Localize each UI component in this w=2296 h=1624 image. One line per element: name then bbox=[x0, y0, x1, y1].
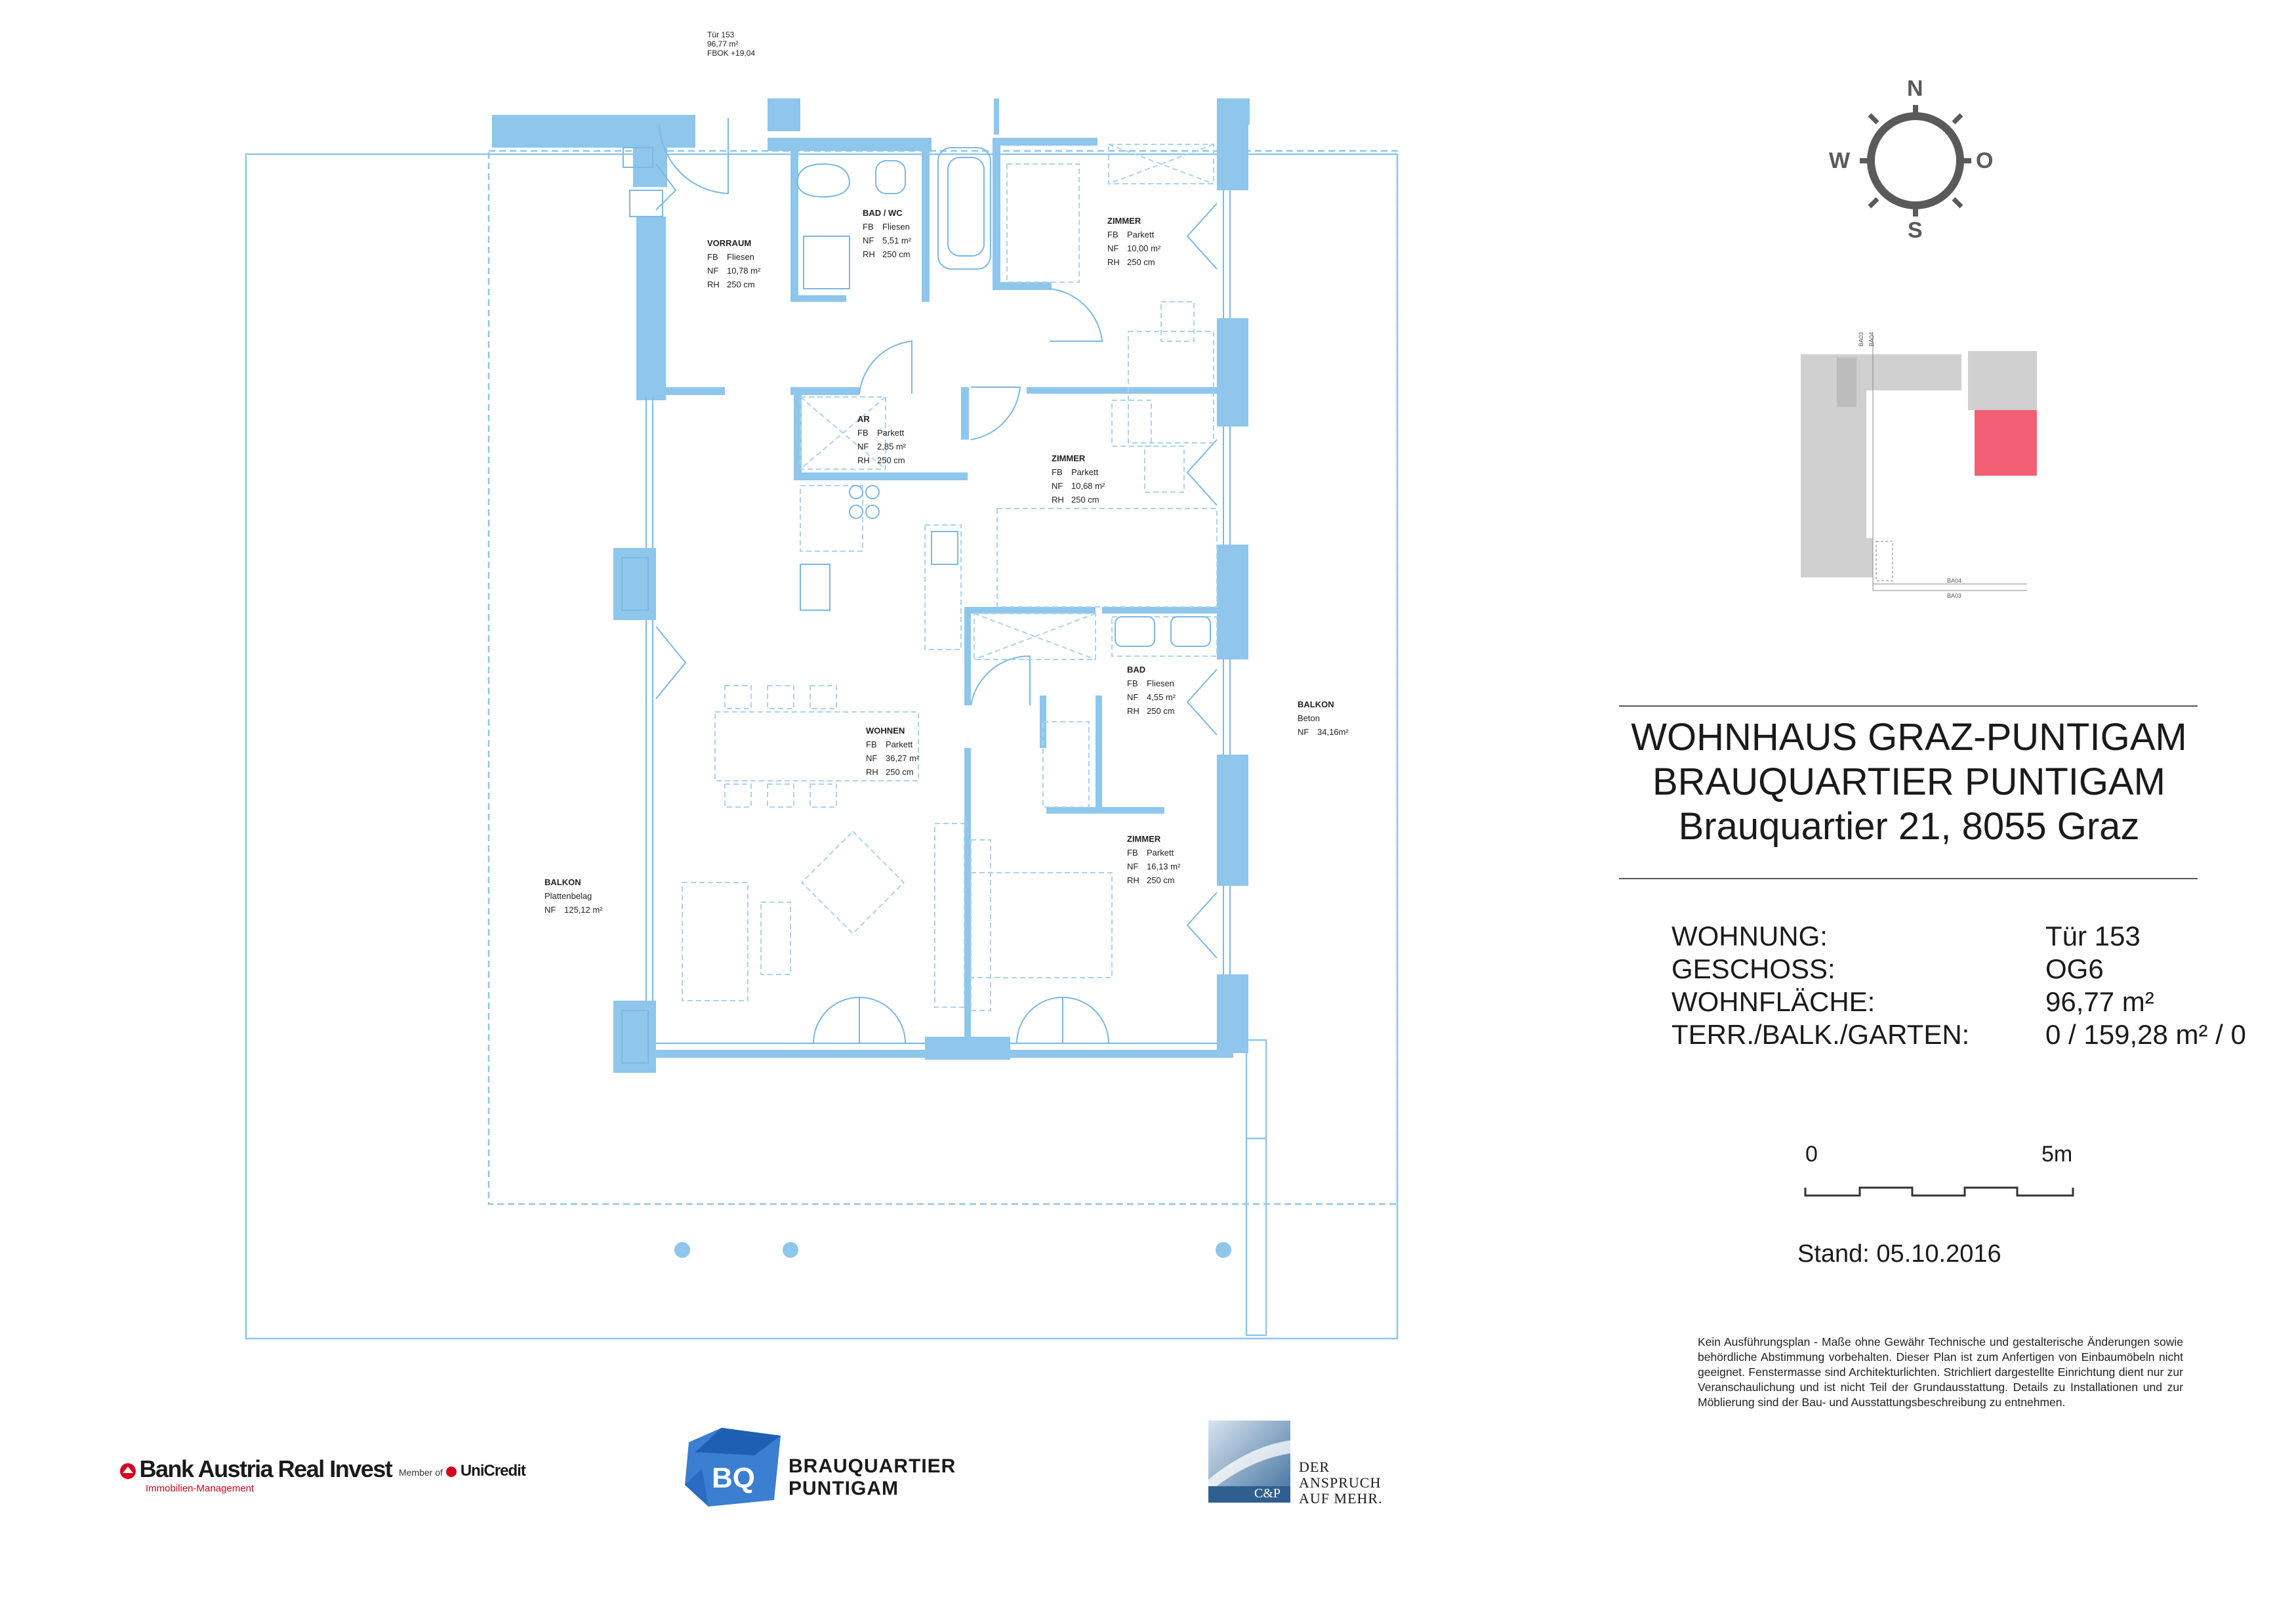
site-label-b: BA04 bbox=[1868, 331, 1876, 347]
scale-end: 5m bbox=[2041, 1142, 2073, 1167]
site-label-c: BA04 bbox=[1947, 577, 1962, 584]
room-name: WOHNEN bbox=[866, 726, 905, 736]
room-name: ZIMMER bbox=[1052, 453, 1086, 463]
scale-start: 0 bbox=[1805, 1142, 1818, 1167]
room-name: AR bbox=[857, 414, 870, 424]
room-name: ZIMMER bbox=[1127, 834, 1161, 844]
bank-austria-mark-icon bbox=[120, 1463, 136, 1479]
site-label-a: BA03 bbox=[1858, 331, 1865, 347]
cp-mark: C&P bbox=[1254, 1486, 1281, 1501]
room-name: BAD / WC bbox=[863, 208, 903, 218]
scale-bar bbox=[1804, 1186, 2074, 1197]
title-rule-bottom bbox=[1619, 878, 2198, 879]
unicredit-logo: Member of UniCredit bbox=[399, 1462, 526, 1480]
door-area: 96,77 m² bbox=[707, 39, 739, 49]
bq-line-1: BRAUQUARTIER bbox=[789, 1455, 956, 1477]
door-note: Tür 153 96,77 m² FBOK +19,04 bbox=[707, 30, 755, 58]
bq-line-2: PUNTIGAM bbox=[789, 1478, 899, 1499]
compass-o: O bbox=[1976, 148, 1994, 173]
site-label-d: BA03 bbox=[1947, 593, 1962, 599]
bq-mark: BQ bbox=[712, 1462, 755, 1494]
title-line-3: Brauquartier 21, 8055 Graz bbox=[1678, 805, 2140, 848]
site-plan bbox=[1801, 335, 2037, 591]
title-rule-top bbox=[1619, 705, 2198, 707]
disclaimer: Kein Ausführungsplan - Maße ohne Gewähr … bbox=[1698, 1335, 2183, 1409]
cp-line-3: AUF MEHR. bbox=[1299, 1490, 1383, 1507]
compass-n: N bbox=[1907, 76, 1923, 101]
bath-fixtures bbox=[796, 147, 1211, 647]
project-title: WOHNHAUS GRAZ-PUNTIGAM BRAUQUARTIER PUNT… bbox=[1620, 715, 2198, 849]
cp-line-2: ANSPRUCH bbox=[1299, 1474, 1382, 1491]
unicredit-mark-icon bbox=[446, 1467, 457, 1477]
member-of: Member of bbox=[399, 1467, 443, 1478]
room-name: ZIMMER bbox=[1107, 216, 1141, 226]
compass-rose bbox=[1860, 105, 1971, 217]
bank-austria-sub: Immobilien-Management bbox=[146, 1483, 255, 1494]
door-title: Tür 153 bbox=[707, 30, 735, 39]
plan-date: Stand: 05.10.2016 bbox=[1797, 1240, 2001, 1268]
room-name: VORRAUM bbox=[707, 238, 752, 248]
bank-austria-name: Bank Austria Real Invest bbox=[139, 1455, 392, 1482]
bq-mark-icon bbox=[685, 1428, 781, 1507]
unicredit-name: UniCredit bbox=[460, 1462, 526, 1480]
title-line-2: BRAUQUARTIER PUNTIGAM bbox=[1652, 760, 2165, 803]
bank-austria-logo: Bank Austria Real Invest Immobilien-Mana… bbox=[119, 1455, 393, 1494]
title-line-1: WOHNHAUS GRAZ-PUNTIGAM bbox=[1631, 716, 2187, 759]
columns bbox=[674, 1242, 1231, 1258]
compass-w: W bbox=[1829, 148, 1851, 173]
room-name: BAD bbox=[1127, 665, 1146, 675]
furniture bbox=[682, 144, 1218, 1011]
window-lines bbox=[621, 118, 1231, 1064]
door-fbok: FBOK +19,04 bbox=[707, 49, 756, 58]
cp-line-1: DER bbox=[1299, 1459, 1330, 1475]
cp-mark-icon bbox=[1208, 1421, 1290, 1503]
compass-s: S bbox=[1908, 218, 1923, 243]
